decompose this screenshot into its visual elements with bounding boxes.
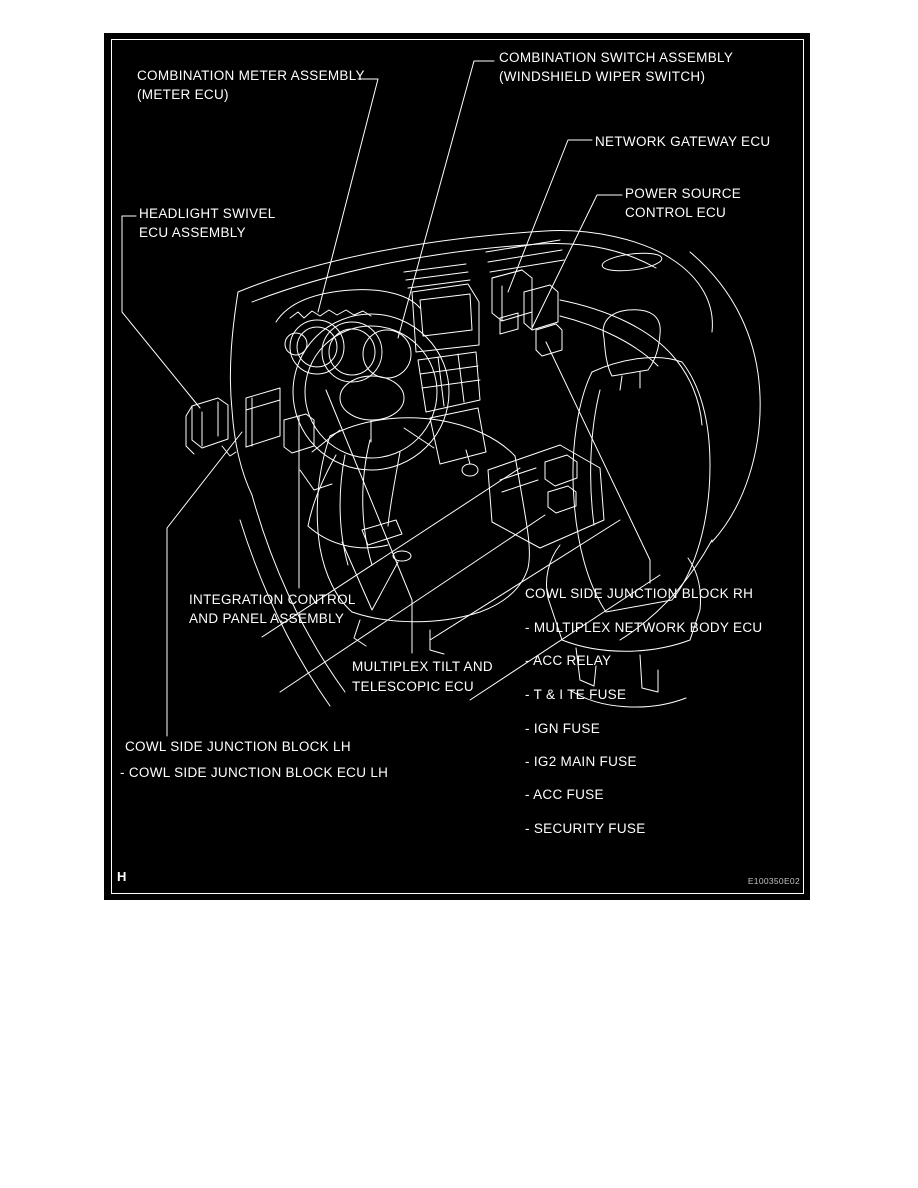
label-headlight-swivel-line1: HEADLIGHT SWIVEL bbox=[139, 206, 276, 221]
figure-border bbox=[111, 39, 804, 894]
label-combination-meter-line1: COMBINATION METER ASSEMBLY bbox=[137, 68, 365, 83]
label-integration-control-line2: AND PANEL ASSEMBLY bbox=[189, 610, 345, 626]
label-cowl-rh-item: - IGN FUSE bbox=[525, 721, 601, 736]
label-power-source-line2: CONTROL ECU bbox=[625, 204, 727, 220]
label-cowl-rh-item: - IG2 MAIN FUSE bbox=[525, 754, 637, 769]
label-cowl-rh-item: - T & I TE FUSE bbox=[525, 687, 627, 702]
label-multiplex-tilt-line1: MULTIPLEX TILT AND bbox=[352, 659, 493, 674]
label-cowl-rh-item: - SECURITY FUSE bbox=[525, 821, 646, 836]
label-power-source-line1: POWER SOURCE bbox=[625, 186, 742, 201]
label-cowl-rh-item: - ACC FUSE bbox=[525, 787, 604, 802]
label-combination-switch-line2: (WINDSHIELD WIPER SWITCH) bbox=[499, 68, 706, 84]
label-combination-switch: COMBINATION SWITCH ASSEMBLY (WINDSHIELD … bbox=[499, 49, 733, 86]
label-network-gateway: NETWORK GATEWAY ECU bbox=[595, 134, 771, 149]
label-power-source: POWER SOURCE CONTROL ECU bbox=[625, 185, 741, 222]
label-headlight-swivel: HEADLIGHT SWIVEL ECU ASSEMBLY bbox=[139, 205, 276, 242]
label-cowl-rh-item: - MULTIPLEX NETWORK BODY ECU bbox=[525, 620, 763, 635]
label-cowl-rh-title: COWL SIDE JUNCTION BLOCK RH bbox=[525, 586, 754, 601]
corner-mark: H bbox=[117, 869, 127, 884]
label-cowl-rh-item: - ACC RELAY bbox=[525, 653, 612, 668]
label-multiplex-tilt-line2: TELESCOPIC ECU bbox=[352, 679, 474, 694]
figure-code: E100350E02 bbox=[747, 876, 800, 886]
label-cowl-lh-title: COWL SIDE JUNCTION BLOCK LH bbox=[125, 739, 351, 754]
label-integration-control: INTEGRATION CONTROL AND PANEL ASSEMBLY bbox=[189, 591, 356, 628]
label-combination-switch-line1: COMBINATION SWITCH ASSEMBLY bbox=[499, 50, 734, 65]
label-cowl-lh-item: - COWL SIDE JUNCTION BLOCK ECU LH bbox=[120, 765, 389, 780]
label-multiplex-tilt: MULTIPLEX TILT AND TELESCOPIC ECU bbox=[352, 657, 493, 697]
label-combination-meter: COMBINATION METER ASSEMBLY (METER ECU) bbox=[137, 67, 365, 104]
label-integration-control-line1: INTEGRATION CONTROL bbox=[189, 592, 356, 607]
label-combination-meter-line2: (METER ECU) bbox=[137, 86, 229, 102]
label-headlight-swivel-line2: ECU ASSEMBLY bbox=[139, 224, 246, 240]
